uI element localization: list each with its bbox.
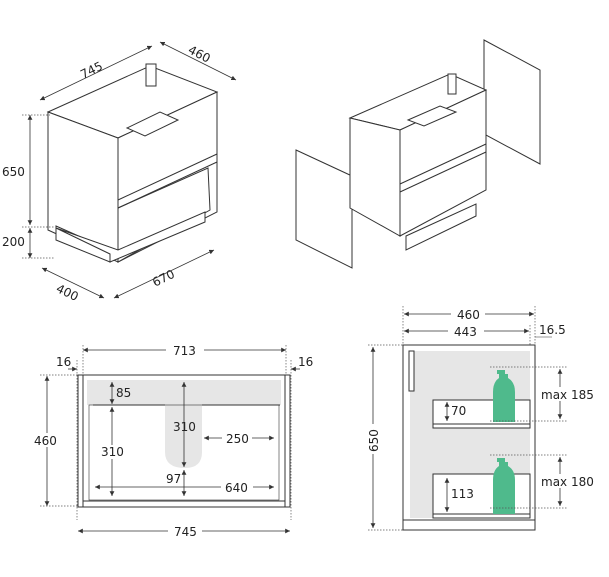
plumbing-cutout	[165, 405, 202, 468]
dim-depth: 460	[457, 308, 480, 322]
sink-cutout	[125, 111, 180, 137]
dim-depth: 460	[186, 43, 213, 66]
iso-exploded-cabinet	[295, 39, 541, 269]
dim-side-left: 16	[56, 355, 71, 369]
dim-cutout-gap: 97	[166, 472, 181, 486]
iso-assembled-cabinet: 745 460 650 200 400 670	[2, 41, 237, 304]
bottle-icon	[493, 370, 515, 422]
dim-depth: 460	[34, 434, 57, 448]
dim-plinth-width: 670	[150, 267, 177, 290]
dim-plinth-height: 200	[2, 235, 25, 249]
dim-drawer-width: 640	[225, 481, 248, 495]
left-side-panel	[295, 149, 353, 269]
dim-cutout-depth: 310	[173, 420, 196, 434]
dim-cutout-side: 250	[226, 432, 249, 446]
dim-top-clearance: max 185	[541, 388, 594, 402]
dim-door-thickness: 16.5	[539, 323, 566, 337]
bottom-drawer	[432, 473, 531, 519]
dim-bottom-clearance: max 180	[541, 475, 594, 489]
bottle-icon	[493, 458, 515, 514]
right-side-panel	[483, 39, 541, 165]
side-section-view: 460 443 16.5 650 70 113 max 185 max 180	[366, 306, 607, 531]
dim-width: 745	[78, 59, 105, 82]
lower-drawer-front	[117, 167, 211, 263]
dim-drawer-depth: 310	[101, 445, 124, 459]
drawer-split	[117, 153, 218, 201]
dim-top-band: 85	[116, 386, 131, 400]
dim-inner-width: 713	[173, 344, 196, 358]
bracket	[145, 63, 157, 87]
dim-top-drawer: 70	[451, 404, 466, 418]
dim-height: 650	[367, 429, 381, 452]
dim-bottom-drawer: 113	[451, 487, 474, 501]
dim-side-right: 16	[298, 355, 313, 369]
sink-cutout	[406, 105, 458, 127]
dim-overall-width: 745	[174, 525, 197, 539]
plan-view: 713 16 16 460 85 310 310 250 97 640 745	[32, 343, 313, 539]
dim-body-height: 650	[2, 165, 25, 179]
dim-inner-depth: 443	[454, 325, 477, 339]
